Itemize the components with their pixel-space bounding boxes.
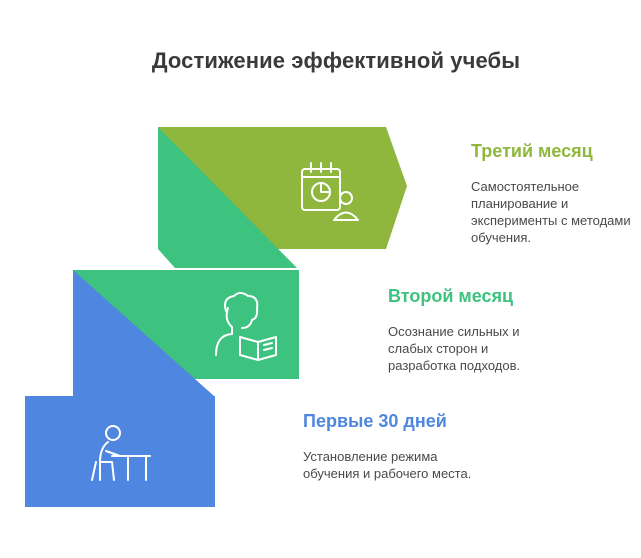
student-at-desk-icon [91, 425, 151, 481]
stage-3-fold [158, 127, 297, 268]
stage-1-text: Первые 30 дней Установление режима обуче… [303, 411, 473, 482]
stage-1-description: Установление режима обучения и рабочего … [303, 449, 472, 481]
stage-3-title: Третий месяц [471, 141, 593, 161]
stage-2-fold [73, 270, 214, 396]
calendar-chart-user-icon [301, 162, 359, 221]
person-reading-book-icon [215, 292, 277, 361]
stage-3-description: Самостоятельное планирование и экспериме… [471, 179, 631, 245]
stage-1-title: Первые 30 дней [303, 411, 447, 431]
stage-2-text: Второй месяц Осознание сильных и слабых … [388, 286, 558, 374]
stage-1-block [25, 396, 215, 507]
stage-3-text: Третий месяц Самостоятельное планировани… [471, 141, 631, 246]
stage-2-title: Второй месяц [388, 286, 514, 306]
page-title: Достижение эффективной учебы [151, 48, 521, 73]
stage-2-description: Осознание сильных и слабых сторон и разр… [388, 324, 521, 373]
